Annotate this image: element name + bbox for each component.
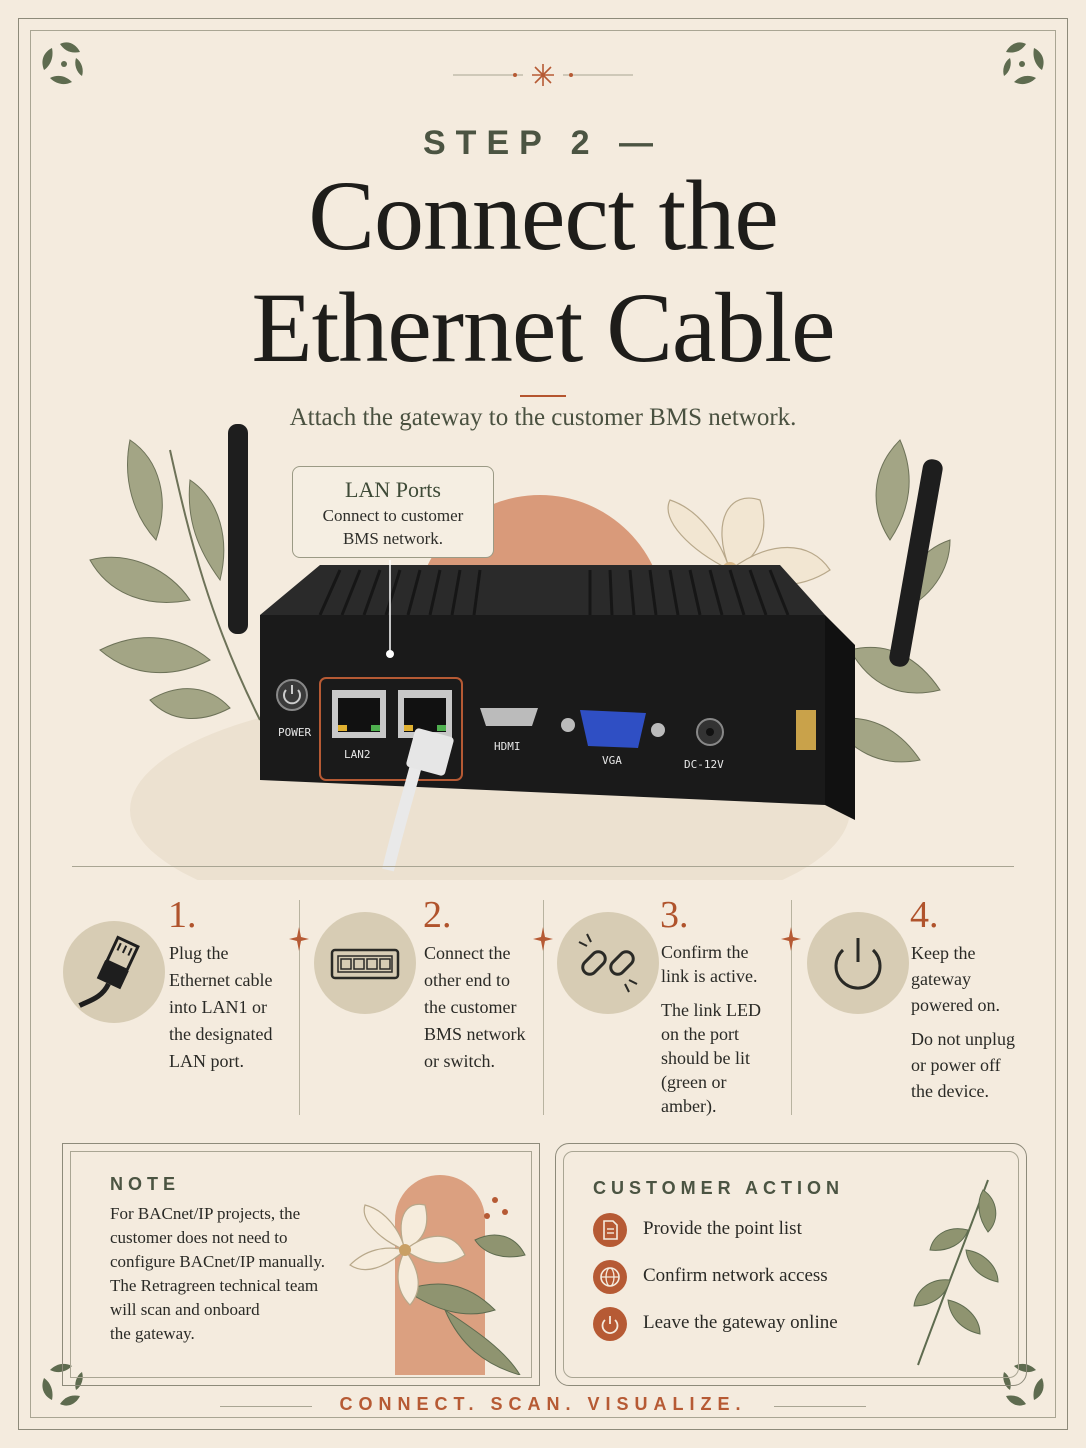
leaf-corner-icon <box>1003 42 1044 85</box>
step-4-detail-line: Do not unplug <box>911 1029 1016 1049</box>
step-4-detail-line: or power off <box>911 1055 1001 1075</box>
step-2-line: Connect the <box>424 943 511 963</box>
action-item-gateway-online: Leave the gateway online <box>593 1307 853 1343</box>
step-3-detail-line: should be lit <box>661 1048 750 1068</box>
callout-text-line-1: Connect to customer <box>322 506 464 525</box>
step-4-icon-circle <box>807 912 909 1014</box>
step-1-line: LAN port. <box>169 1051 244 1071</box>
title-underline <box>520 395 566 397</box>
step-3-detail-line: on the port <box>661 1024 739 1044</box>
power-port-label: POWER <box>278 726 311 739</box>
flower-illustration <box>349 1175 526 1375</box>
step-3-detail-line: The link LED <box>661 1000 761 1020</box>
step-4-text: Keep the gateway powered on. Do not unpl… <box>911 940 1015 1104</box>
action-item-text: Provide the point list <box>643 1218 802 1239</box>
action-item-network-access: Confirm network access <box>593 1260 853 1296</box>
column-separator <box>791 900 792 1115</box>
step-3-detail-line: (green or <box>661 1072 727 1092</box>
step-2-icon-circle <box>314 912 416 1014</box>
ethernet-plug-icon <box>78 935 140 1008</box>
sparkle-icon <box>533 927 553 951</box>
step-2-text: Connect the other end to the customer BM… <box>424 940 526 1075</box>
step-2-number: 2. <box>423 894 452 936</box>
step-3-number: 3. <box>660 894 689 936</box>
note-box <box>62 1143 540 1386</box>
subtitle: Attach the gateway to the customer BMS n… <box>289 404 797 431</box>
link-icon <box>578 933 638 993</box>
step-label: STEP 2 — <box>423 124 663 162</box>
footer-rule-left <box>220 1406 312 1407</box>
step-1-number: 1. <box>168 894 197 936</box>
callout-title: LAN Ports <box>345 477 441 502</box>
step-1-line: Plug the <box>169 943 229 963</box>
step-1-line: into LAN1 or <box>169 997 267 1017</box>
leaf-corner-icon <box>42 42 83 85</box>
dc-port-label: DC-12V <box>684 758 724 771</box>
step-4-number: 4. <box>910 894 939 936</box>
note-line: For BACnet/IP projects, the <box>110 1204 301 1223</box>
step-2-line: BMS network <box>424 1024 526 1044</box>
vga-port-label: VGA <box>602 754 622 767</box>
lan-ports-callout: LAN Ports Connect to customer BMS networ… <box>292 466 494 558</box>
step-1-line: Ethernet cable <box>169 970 273 990</box>
hdmi-port-label: HDMI <box>494 740 521 753</box>
footer-rule-right <box>774 1406 866 1407</box>
note-line: configure BACnet/IP manually. <box>110 1252 325 1271</box>
power-icon <box>834 938 882 990</box>
step-3-text: Confirm the link is active. The link LED… <box>661 940 761 1118</box>
action-item-text: Leave the gateway online <box>643 1312 838 1333</box>
top-ornament <box>453 64 633 86</box>
step-3-line: link is active. <box>661 966 758 986</box>
inner-frame <box>30 30 1056 1418</box>
step-4-line: gateway <box>911 969 971 989</box>
page-title: Connect the Ethernet Cable <box>0 160 1086 384</box>
action-item-text: Confirm network access <box>643 1265 828 1286</box>
step-2-line: other end to <box>424 970 510 990</box>
leaf-branch-icon <box>913 1179 999 1366</box>
section-divider <box>72 866 1014 867</box>
sparkle-icon <box>289 927 309 951</box>
lan1-port-label: LAN1 <box>410 754 437 767</box>
action-item-point-list: Provide the point list <box>593 1213 853 1249</box>
title-line-1: Connect the <box>308 160 778 271</box>
column-separator <box>543 900 544 1115</box>
customer-action-label: CUSTOMER ACTION <box>593 1178 845 1198</box>
note-line: the gateway. <box>110 1324 195 1343</box>
step-4-line: powered on. <box>911 995 1000 1015</box>
step-4-detail-line: the device. <box>911 1081 989 1101</box>
step-1-text: Plug the Ethernet cable into LAN1 or the… <box>169 940 272 1075</box>
column-separator <box>299 900 300 1115</box>
step-4-line: Keep the <box>911 943 976 963</box>
note-text: For BACnet/IP projects, the customer doe… <box>110 1202 325 1346</box>
note-line: will scan and onboard <box>110 1300 260 1319</box>
customer-action-box <box>555 1143 1027 1386</box>
note-line: The Retragreen technical team <box>110 1276 319 1295</box>
step-3-detail-line: amber). <box>661 1096 717 1116</box>
document-icon <box>593 1213 627 1247</box>
lan2-port-label: LAN2 <box>344 748 371 761</box>
step-3-icon-circle <box>557 912 659 1014</box>
title-line-2: Ethernet Cable <box>251 272 836 383</box>
network-switch-icon <box>330 948 400 980</box>
step-1-icon-circle <box>63 921 165 1023</box>
step-1-line: the designated <box>169 1024 273 1044</box>
step-2-line: or switch. <box>424 1051 495 1071</box>
callout-text-line-2: BMS network. <box>342 529 444 548</box>
note-line: customer does not need to <box>110 1228 288 1247</box>
gateway-device-illustration: POWER LAN2 LAN1 HDMI VGA DC-12V <box>89 424 951 880</box>
leaf-corner-icon <box>42 1363 83 1406</box>
outer-frame <box>18 18 1068 1430</box>
footer-tagline: CONNECT. SCAN. VISUALIZE. <box>339 1394 747 1414</box>
sparkle-icon <box>781 927 801 951</box>
power-icon <box>593 1307 627 1341</box>
step-2-line: the customer <box>424 997 517 1017</box>
note-label: NOTE <box>110 1174 181 1194</box>
step-3-line: Confirm the <box>661 942 749 962</box>
globe-icon <box>593 1260 627 1294</box>
